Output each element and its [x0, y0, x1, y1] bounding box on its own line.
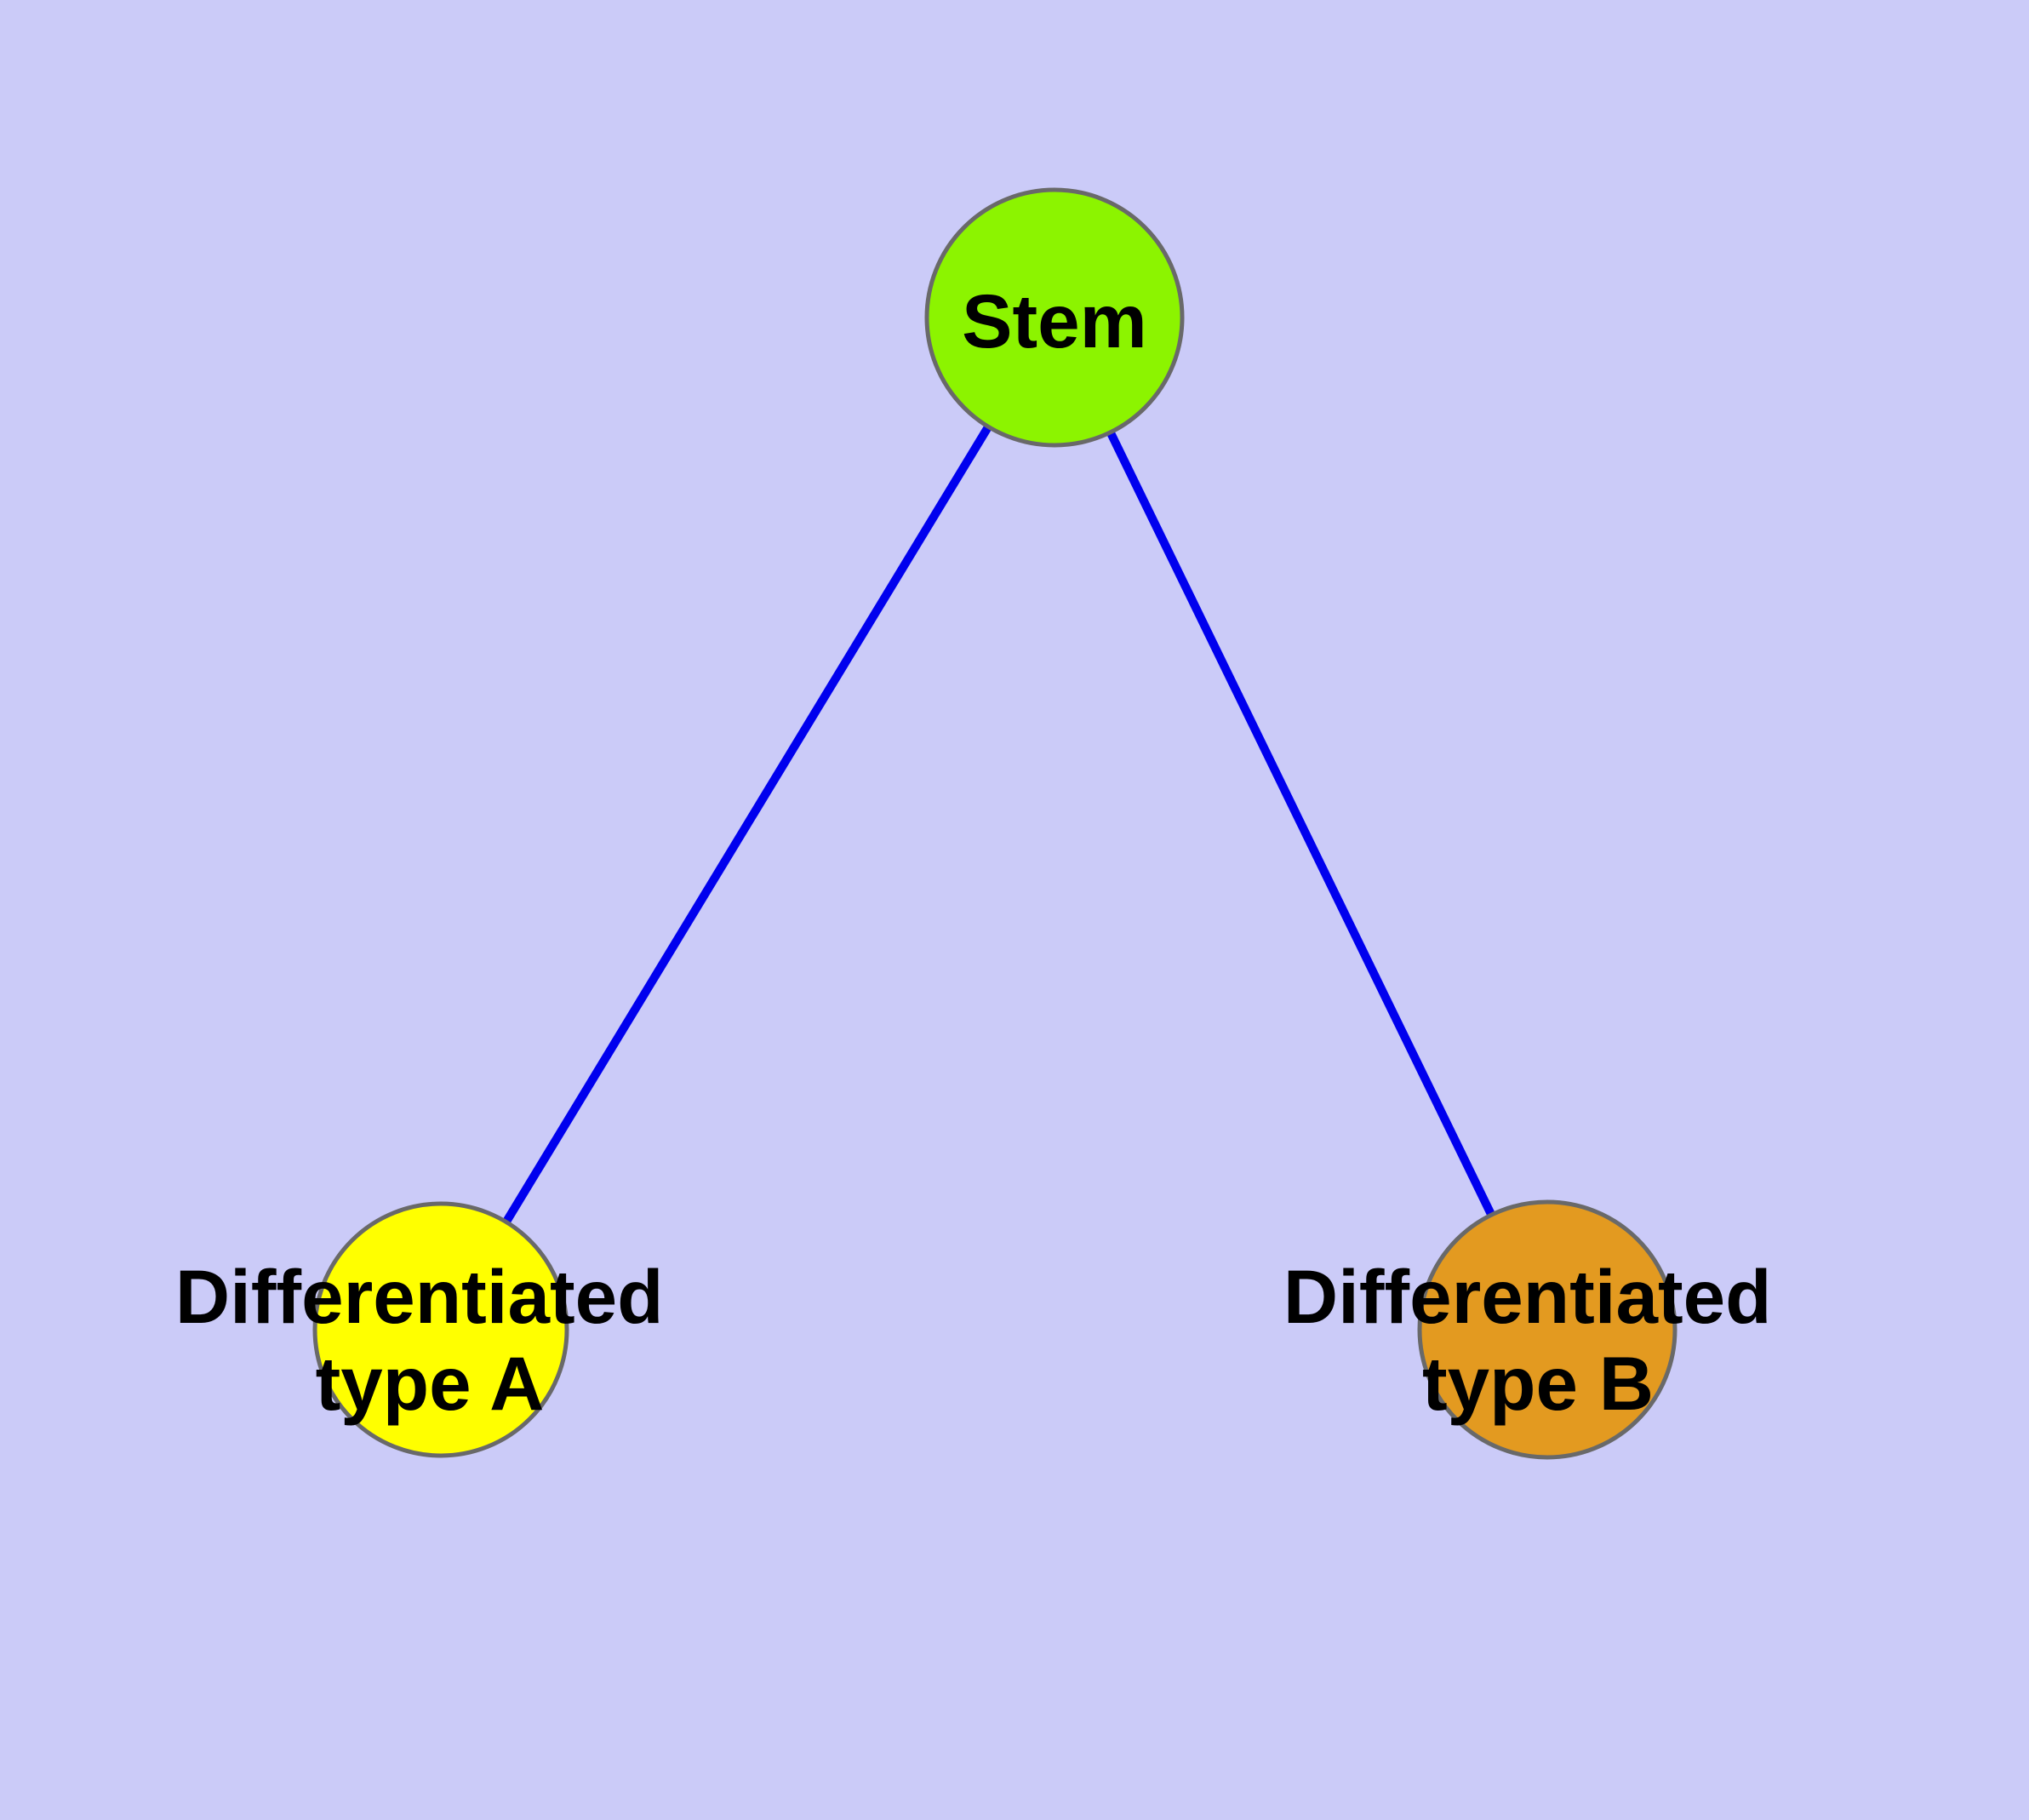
node-differentiated-type-b-label: Differentiated type B [1283, 1254, 1792, 1426]
node-differentiated-type-a-label: Differentiated type A [175, 1254, 684, 1426]
node-differentiated-type-a [312, 1201, 569, 1458]
edge-stem-to-type-a [437, 315, 1059, 1332]
node-differentiated-type-a-label-line2: type A [316, 1341, 545, 1426]
node-differentiated-type-b-label-line1: Differentiated [1283, 1254, 1772, 1339]
node-differentiated-type-b [1417, 1199, 1677, 1460]
node-differentiated-type-a-label-line1: Differentiated [175, 1254, 664, 1339]
edge-stem-to-type-b [1050, 315, 1552, 1332]
node-differentiated-type-b-label-line2: type B [1422, 1341, 1654, 1426]
node-stem [924, 187, 1185, 448]
node-stem-label: Stem [962, 278, 1147, 363]
